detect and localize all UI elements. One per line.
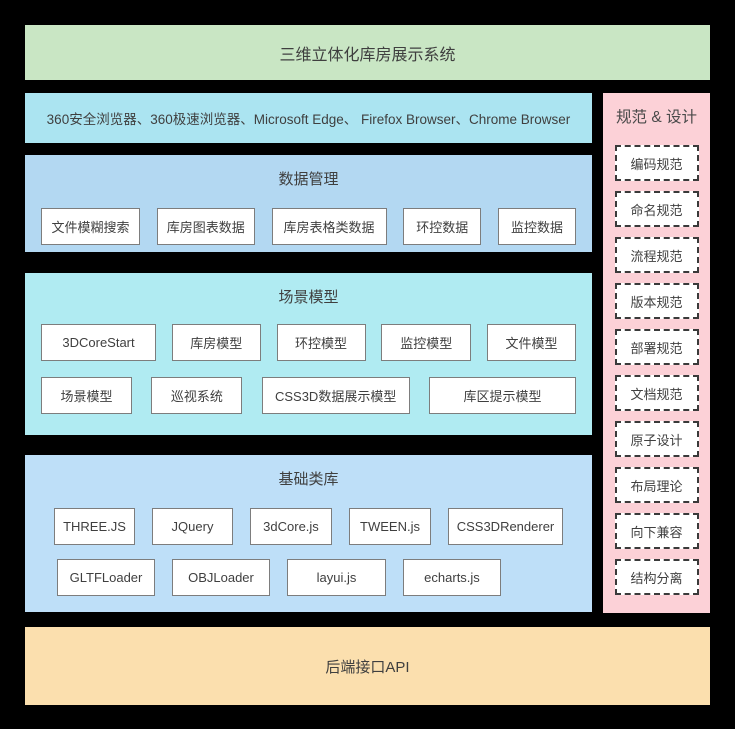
library-item-box: JQuery bbox=[152, 508, 233, 545]
library-item-box: echarts.js bbox=[403, 559, 501, 596]
spec-item-box: 编码规范 bbox=[614, 145, 699, 181]
scene-item-box: 库房模型 bbox=[171, 324, 261, 361]
data-item-box: 库房图表数据 bbox=[156, 208, 255, 245]
library-item-box: layui.js bbox=[287, 559, 386, 596]
browser-support-bar: 360安全浏览器、360极速浏览器、Microsoft Edge、 Firefo… bbox=[25, 93, 592, 143]
backend-api-text: 后端接口API bbox=[325, 658, 410, 676]
library-item-box: OBJLoader bbox=[172, 559, 270, 596]
base-library-title: 基础类库 bbox=[278, 471, 339, 488]
scene-item-box: CSS3D数据展示模型 bbox=[261, 377, 410, 414]
spec-item-box: 布局理论 bbox=[614, 467, 699, 503]
data-management-section: 数据管理 文件模糊搜索 库房图表数据 库房表格类数据 环控数据 监控数据 bbox=[25, 155, 592, 252]
base-library-row-2: GLTFLoader OBJLoader layui.js echarts.js bbox=[25, 559, 592, 596]
data-item-box: 文件模糊搜索 bbox=[41, 208, 140, 245]
scene-model-section: 场景模型 3DCoreStart 库房模型 环控模型 监控模型 文件模型 场景模… bbox=[25, 273, 592, 435]
library-item-box: CSS3DRenderer bbox=[448, 508, 563, 545]
spec-design-panel: 规范 & 设计 编码规范 命名规范 流程规范 版本规范 部署规范 文档规范 原子… bbox=[603, 93, 710, 613]
library-item-box: TWEEN.js bbox=[349, 508, 431, 545]
library-item-box: GLTFLoader bbox=[57, 559, 155, 596]
scene-model-title: 场景模型 bbox=[278, 289, 339, 306]
data-item-box: 监控数据 bbox=[498, 208, 576, 245]
spec-item-box: 部署规范 bbox=[614, 329, 699, 365]
scene-model-row-1: 3DCoreStart 库房模型 环控模型 监控模型 文件模型 bbox=[25, 324, 592, 361]
system-title-text: 三维立体化库房展示系统 bbox=[279, 46, 456, 64]
library-item-box: 3dCore.js bbox=[250, 508, 332, 545]
base-library-section: 基础类库 THREE.JS JQuery 3dCore.js TWEEN.js … bbox=[25, 455, 592, 612]
scene-item-box: 场景模型 bbox=[41, 377, 132, 414]
system-title-bar: 三维立体化库房展示系统 bbox=[25, 25, 710, 80]
scene-model-row-2: 场景模型 巡视系统 CSS3D数据展示模型 库区提示模型 bbox=[25, 377, 592, 414]
library-item-box: THREE.JS bbox=[54, 508, 135, 545]
scene-item-box: 3DCoreStart bbox=[41, 324, 156, 361]
spec-item-box: 命名规范 bbox=[614, 191, 699, 227]
backend-api-bar: 后端接口API bbox=[25, 627, 710, 705]
spec-item-box: 结构分离 bbox=[614, 559, 699, 595]
data-management-row: 文件模糊搜索 库房图表数据 库房表格类数据 环控数据 监控数据 bbox=[25, 208, 592, 245]
scene-item-box: 库区提示模型 bbox=[428, 377, 576, 414]
browser-list-text: 360安全浏览器、360极速浏览器、Microsoft Edge、 Firefo… bbox=[46, 112, 571, 127]
scene-item-box: 监控模型 bbox=[381, 324, 472, 361]
data-management-title: 数据管理 bbox=[278, 171, 339, 188]
data-item-box: 库房表格类数据 bbox=[271, 208, 387, 245]
scene-item-box: 环控模型 bbox=[276, 324, 366, 361]
spec-panel-title: 规范 & 设计 bbox=[616, 109, 697, 126]
scene-item-box: 巡视系统 bbox=[151, 377, 243, 414]
spec-list: 编码规范 命名规范 流程规范 版本规范 部署规范 文档规范 原子设计 布局理论 … bbox=[614, 145, 699, 595]
spec-item-box: 向下兼容 bbox=[614, 513, 699, 549]
spec-item-box: 流程规范 bbox=[614, 237, 699, 273]
spec-item-box: 文档规范 bbox=[614, 375, 699, 411]
spec-item-box: 版本规范 bbox=[614, 283, 699, 319]
spec-item-box: 原子设计 bbox=[614, 421, 699, 457]
data-item-box: 环控数据 bbox=[403, 208, 482, 245]
scene-item-box: 文件模型 bbox=[487, 324, 576, 361]
base-library-row-1: THREE.JS JQuery 3dCore.js TWEEN.js CSS3D… bbox=[25, 508, 592, 545]
